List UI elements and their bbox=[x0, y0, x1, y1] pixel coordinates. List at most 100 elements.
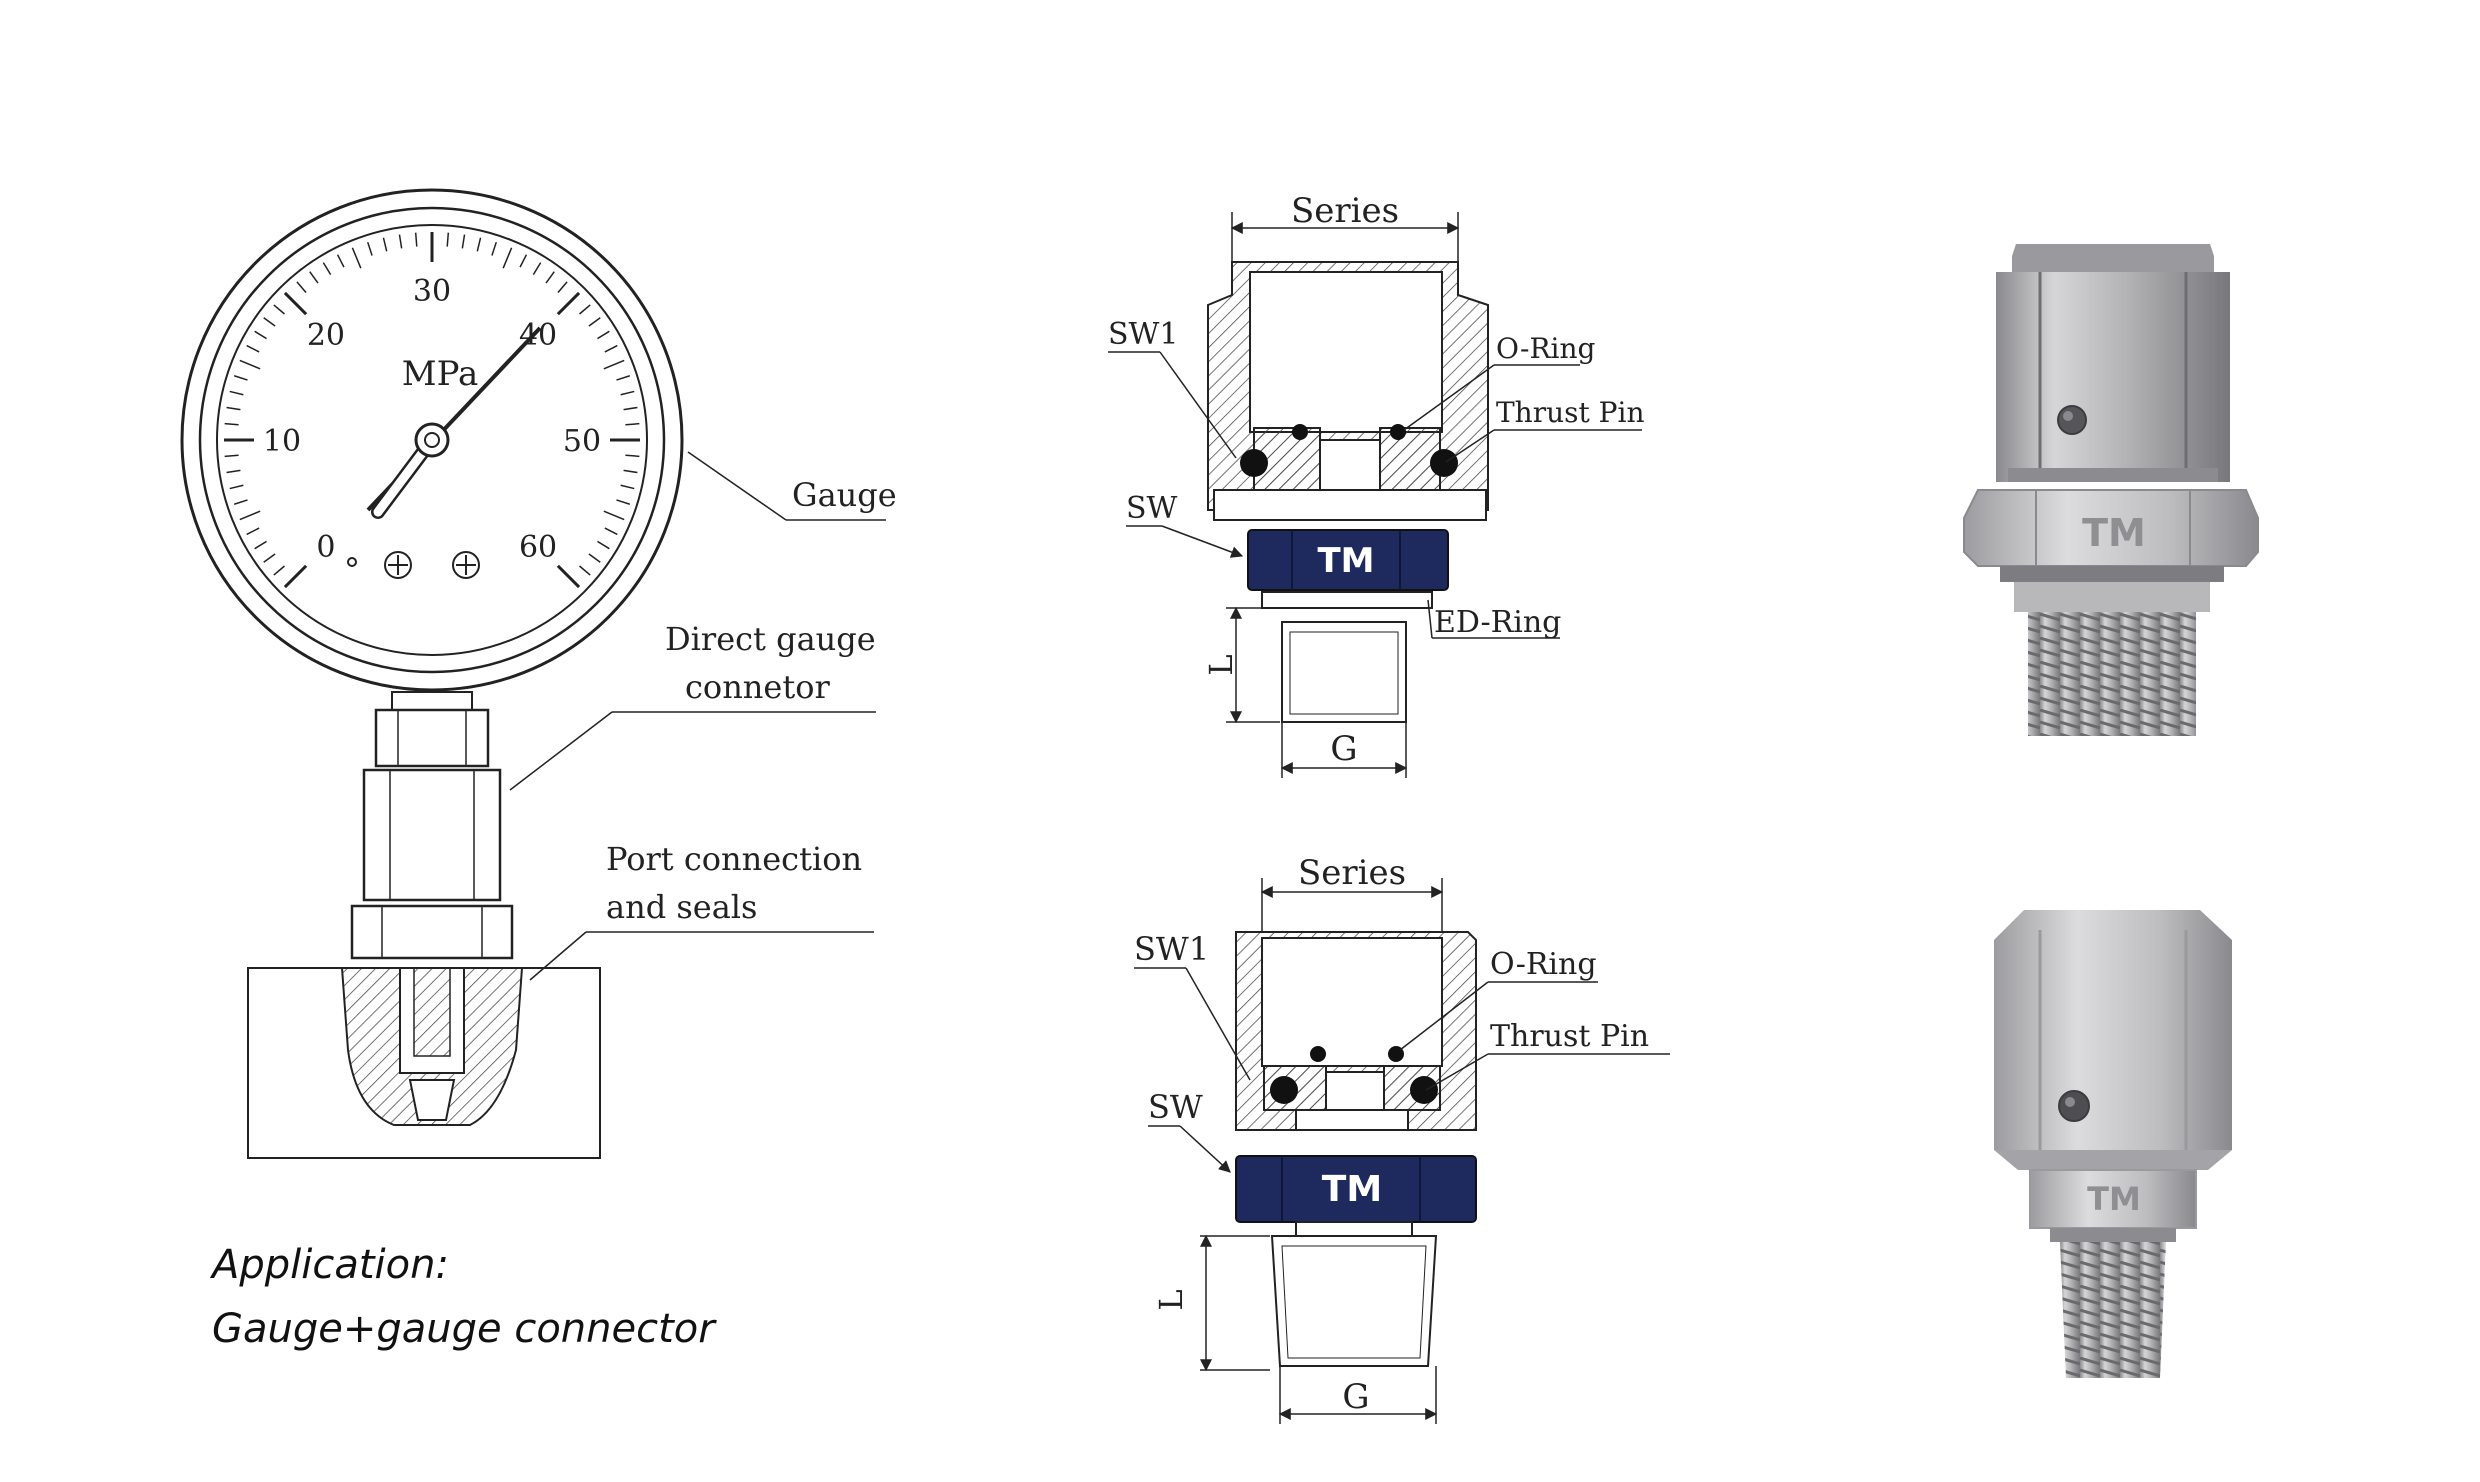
label-sw1-1: SW1 bbox=[1108, 317, 1178, 352]
gauge-tick bbox=[604, 527, 618, 536]
label-o-ring-2: O-Ring bbox=[1490, 947, 1597, 982]
gauge-tick bbox=[556, 564, 581, 589]
label-o-ring-1: O-Ring bbox=[1496, 332, 1596, 365]
gauge-tick bbox=[296, 281, 307, 293]
callout-port-line2: and seals bbox=[606, 888, 757, 926]
gauge-tick bbox=[351, 247, 362, 269]
connector-hex-nut bbox=[350, 904, 514, 960]
direct-gauge-connector-body bbox=[362, 768, 502, 902]
gauge-tick bbox=[229, 390, 244, 396]
gauge-scale-number: 20 bbox=[307, 318, 345, 353]
gauge-tick-marks bbox=[224, 232, 640, 589]
gauge-tick bbox=[588, 553, 601, 563]
gauge-tick bbox=[263, 317, 276, 327]
thrust-pin-dot bbox=[1390, 424, 1406, 440]
photo-pin-hole bbox=[2058, 1090, 2090, 1122]
dim-series-1: Series bbox=[1291, 191, 1399, 231]
label-sw1-2: SW1 bbox=[1134, 930, 1209, 968]
gauge-dial bbox=[216, 224, 648, 656]
o-ring-dot bbox=[1410, 1076, 1438, 1104]
gauge-scale-number: 60 bbox=[519, 530, 557, 565]
dim-l-1: L bbox=[1202, 654, 1240, 675]
gauge-tick bbox=[476, 237, 482, 252]
label-sw-2: SW bbox=[1148, 1088, 1203, 1126]
gauge-tick bbox=[588, 317, 601, 327]
photo-socket-body bbox=[1996, 272, 2230, 482]
photo-pin-hole bbox=[2057, 405, 2087, 435]
gauge-tick bbox=[254, 330, 267, 340]
section-drawing-2: Series TM L G SW1 O-Ring Thrust bbox=[1134, 853, 1670, 1424]
gauge-tick bbox=[224, 454, 239, 458]
gauge-tick bbox=[579, 565, 591, 576]
photo-hex-nut bbox=[1963, 489, 2259, 567]
gauge-tick bbox=[254, 540, 267, 550]
gauge-tick bbox=[246, 527, 260, 536]
gauge-tick bbox=[597, 330, 610, 340]
gauge-tick bbox=[283, 291, 308, 316]
gauge-tick bbox=[556, 291, 581, 316]
photo-thread-stud bbox=[2028, 612, 2196, 736]
gauge-tick bbox=[557, 281, 568, 293]
gauge-tick bbox=[491, 241, 497, 256]
gauge-tick bbox=[532, 262, 542, 275]
thrust-pin-dot bbox=[1292, 424, 1308, 440]
o-ring-dot bbox=[1430, 449, 1458, 477]
gauge-tick bbox=[226, 406, 241, 411]
gauge-stem bbox=[391, 691, 473, 711]
label-thrust-pin-2: Thrust Pin bbox=[1490, 1019, 1649, 1054]
callout-gauge: Gauge bbox=[792, 476, 897, 514]
gauge-tick bbox=[226, 469, 241, 474]
thrust-pin-dot bbox=[1310, 1046, 1326, 1062]
gauge-tick bbox=[239, 510, 261, 521]
logo-tm: TM bbox=[1317, 541, 1374, 581]
gauge-tick bbox=[233, 375, 248, 381]
gauge-tick bbox=[603, 510, 625, 521]
gauge-tick bbox=[604, 344, 618, 353]
gauge-tick bbox=[367, 241, 373, 256]
gauge-unit-label: MPa bbox=[402, 354, 478, 394]
photo-thread-stud bbox=[2060, 1242, 2166, 1378]
dim-g-1: G bbox=[1330, 729, 1357, 769]
gauge-bezel-inner bbox=[198, 206, 666, 674]
gauge-scale-number: 0 bbox=[316, 530, 335, 565]
caption-application: Application: bbox=[212, 1242, 449, 1288]
callout-direct-gauge-line1: Direct gauge bbox=[665, 620, 876, 658]
gauge-tick bbox=[616, 375, 631, 381]
gauge-scale-number: 50 bbox=[563, 424, 601, 459]
gauge-tick bbox=[239, 359, 261, 370]
gauge-tick bbox=[545, 271, 555, 284]
gauge-tick bbox=[623, 406, 638, 411]
label-sw-1: SW bbox=[1126, 491, 1178, 526]
gauge-tick bbox=[246, 344, 260, 353]
gauge-tick bbox=[603, 359, 625, 370]
hex-nut-blue bbox=[1247, 529, 1449, 591]
photo-logo-tm: TM bbox=[2082, 511, 2146, 555]
photo-hex-nut bbox=[2029, 1169, 2197, 1229]
logo-tm: TM bbox=[1322, 1169, 1382, 1210]
gauge-tick bbox=[519, 254, 528, 268]
gauge-tick bbox=[283, 564, 308, 589]
gauge-tick bbox=[336, 254, 345, 268]
gauge-tick bbox=[322, 262, 332, 275]
gauge-tick bbox=[233, 499, 248, 505]
callout-direct-gauge-line2: connetor bbox=[685, 668, 830, 706]
photo-socket-body bbox=[1994, 910, 2232, 1150]
gauge-tick bbox=[309, 271, 319, 284]
photo-logo-tm: TM bbox=[2087, 1180, 2141, 1218]
gauge-tick bbox=[625, 422, 640, 426]
gauge-tick bbox=[229, 484, 244, 490]
o-ring-dot bbox=[1240, 449, 1268, 477]
gauge-tick bbox=[502, 247, 513, 269]
gauge-tick bbox=[446, 232, 450, 247]
caption-gauge-connector: Gauge+gauge connector bbox=[212, 1306, 715, 1352]
product-photo-1: TM bbox=[1963, 244, 2259, 736]
gauge-scale-number: 40 bbox=[519, 318, 557, 353]
dim-l-2: L bbox=[1152, 1289, 1190, 1310]
section-drawing-1: Series TM L G SW1 bbox=[1108, 191, 1644, 778]
gauge-tick bbox=[382, 237, 388, 252]
gauge-scale-number: 30 bbox=[413, 274, 451, 309]
gauge-tick bbox=[414, 232, 418, 247]
